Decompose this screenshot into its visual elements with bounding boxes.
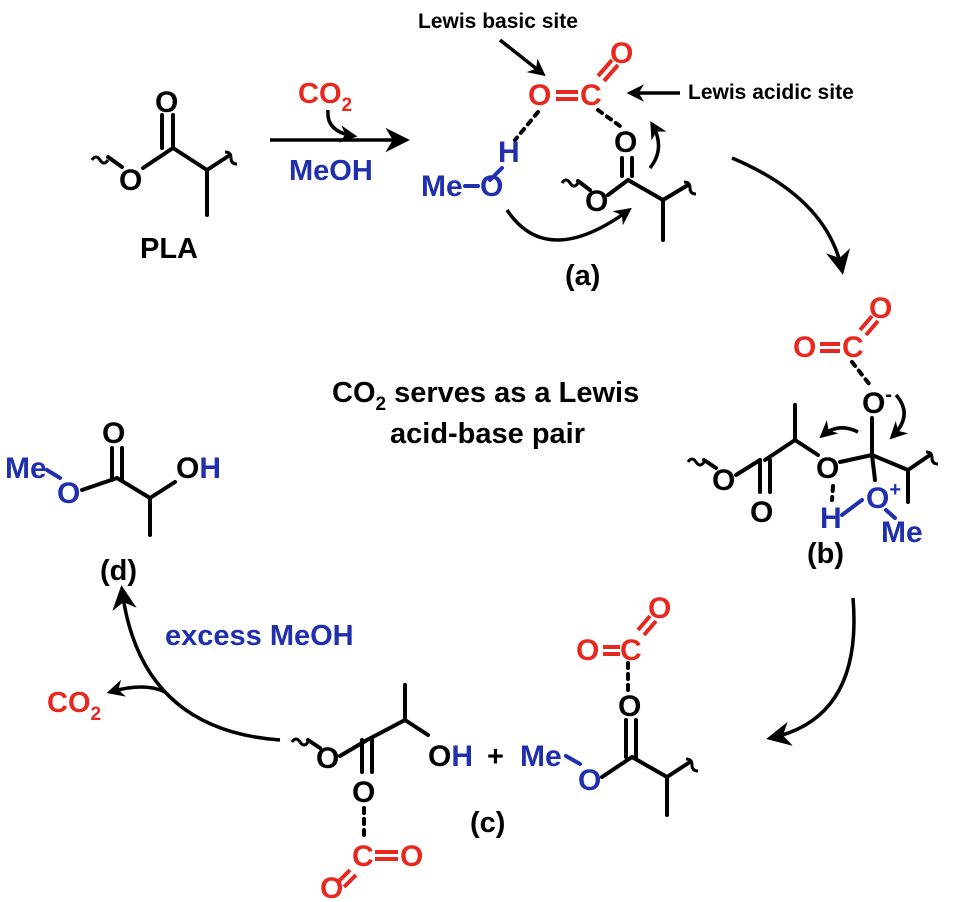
cycle-arrow-a-to-b [731, 156, 850, 275]
meoh-reagent: MeOH [289, 155, 373, 187]
carbonyl-oxygen: O [102, 417, 125, 450]
products-c: O O OH C O O + Me O O O C O [290, 592, 699, 902]
center-line-2: acid-base pair [390, 418, 585, 450]
co2-oxygen: O [320, 872, 343, 902]
methanol-oxygen: O [480, 170, 503, 203]
alkoxide-oxygen: O- [862, 384, 892, 420]
wavy-bond [90, 155, 110, 165]
carbonyl-oxygen: O [352, 776, 375, 809]
co2-carbon: C [620, 634, 642, 667]
reagent-arrow: CO2 MeOH [270, 78, 410, 187]
cycle-arrow-c-to-d [112, 585, 281, 742]
co2-oxygen: O [869, 292, 892, 325]
ester-oxygen: O [119, 164, 142, 197]
methyl: Me [5, 452, 47, 485]
hydroxyl: OH [428, 740, 473, 773]
co2-oxygen: O [528, 79, 551, 112]
methyl: Me [520, 740, 562, 773]
lewis-acidic-site-label: Lewis acidic site [688, 81, 854, 104]
product-d: O Me O OH (d) [5, 417, 221, 587]
carbonyl-oxygen: O [155, 86, 178, 119]
pla-structure: O O PLA [90, 86, 238, 265]
co2-carbon: C [842, 331, 864, 364]
co2-reagent: CO2 [298, 78, 352, 116]
hydrogen: H [820, 502, 842, 535]
lewis-basic-site-label: Lewis basic site [418, 10, 578, 33]
plus-sign: + [487, 741, 504, 773]
ester-oxygen: O [57, 477, 80, 510]
ester-oxygen: O [585, 185, 608, 218]
co2-release-arrow [106, 679, 166, 697]
ester-oxygen: O [578, 764, 601, 797]
center-caption: CO2 serves as a Lewis acid-base pair [332, 377, 639, 450]
hydroxyl: OH [176, 452, 221, 485]
oxonium-oxygen: O+ [866, 479, 901, 515]
methyl: Me [421, 170, 463, 203]
co2-oxygen: O [793, 331, 816, 364]
label-c: (c) [470, 807, 505, 839]
carbonyl-oxygen: O [750, 496, 773, 529]
co2-oxygen: O [400, 840, 423, 873]
center-line-1: CO2 serves as a Lewis [332, 377, 639, 415]
label-a: (a) [565, 260, 600, 292]
cycle-arrow-b-to-c [766, 597, 856, 746]
carbonyl-oxygen: O [614, 126, 637, 159]
methyl: Me [881, 516, 923, 549]
wavy-bond [224, 150, 238, 166]
intermediate-b: O C O O- O O O O+ H Me (b) [686, 292, 939, 570]
hydrogen: H [498, 136, 520, 169]
ester-oxygen: O [712, 464, 735, 497]
co2-oxygen: O [610, 37, 633, 70]
ether-oxygen: O [816, 452, 839, 485]
intermediate-a: Lewis basic site Lewis acidic site O C O… [418, 10, 854, 292]
ester-oxygen: O [316, 742, 339, 775]
co2-oxygen: O [576, 634, 599, 667]
co2-oxygen: O [648, 592, 671, 625]
carbonyl-oxygen: O [618, 690, 641, 723]
co2-carbon: C [580, 79, 602, 112]
pla-label: PLA [140, 233, 198, 265]
excess-meoh-label: excess MeOH [165, 620, 354, 652]
co2-carbon: C [352, 840, 374, 873]
label-b: (b) [807, 538, 844, 570]
label-d: (d) [100, 555, 137, 587]
co2-out-label: CO2 [47, 687, 101, 725]
